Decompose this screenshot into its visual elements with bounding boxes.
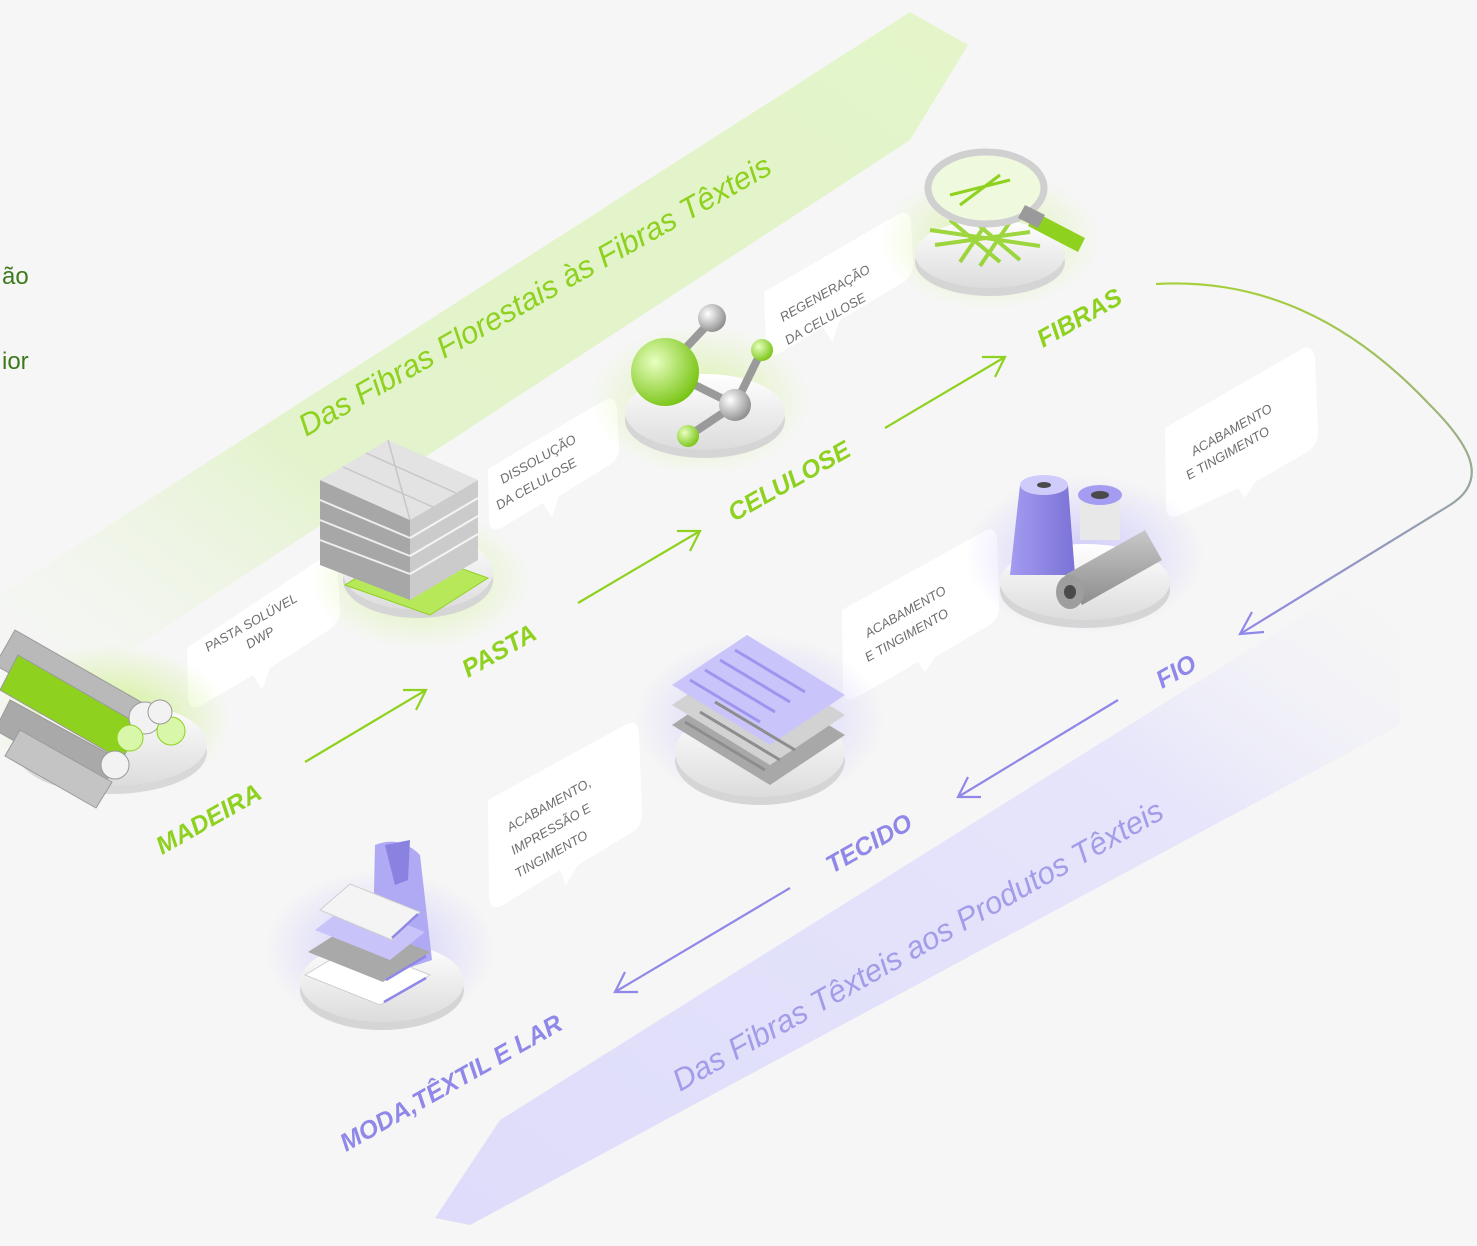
illustration-pasta-bags-icon [310, 439, 530, 650]
arrow-pasta-celulose [577, 529, 702, 604]
arrow-fio-tecido [956, 699, 1119, 799]
left-fragment-2: ior [2, 348, 29, 375]
loop-arrowhead [1238, 611, 1265, 636]
bubble-acabamento-tecido: ACABAMENTO E TINGIMENTO [842, 529, 1000, 700]
loop-curve [1155, 282, 1473, 635]
top-band [0, 12, 968, 735]
stage-madeira: MADEIRA [151, 778, 266, 860]
bubble-acabamento-moda: ACABAMENTO, IMPRESSÃO E TINGIMENTO [488, 722, 643, 908]
arrow-celulose-fibras [884, 355, 1007, 429]
bottom-band-label: Das Fibras Têxteis aos Produtos Têxteis [666, 793, 1169, 1098]
bubble-acabamento-fio: ACABAMENTO E TINGIMENTO [1165, 347, 1319, 517]
arrow-madeira-pasta [304, 688, 428, 763]
left-fragment-1: ão [2, 263, 29, 290]
illustration-fio-spools-icon [965, 475, 1205, 635]
bottom-band [435, 555, 1400, 1225]
illustration-fibras-magnifier-icon [880, 148, 1100, 310]
illustration-celulose-molecule-icon [590, 304, 810, 475]
illustration-tecido-knit-icon [635, 635, 885, 805]
illustration-moda-garment-icon [265, 840, 495, 1030]
arrow-tecido-moda [613, 887, 791, 994]
bubble-dissolucao: DISSOLUÇÃO DA CELULOSE [488, 398, 620, 530]
illustration-madeira-logs-icon [0, 629, 230, 809]
